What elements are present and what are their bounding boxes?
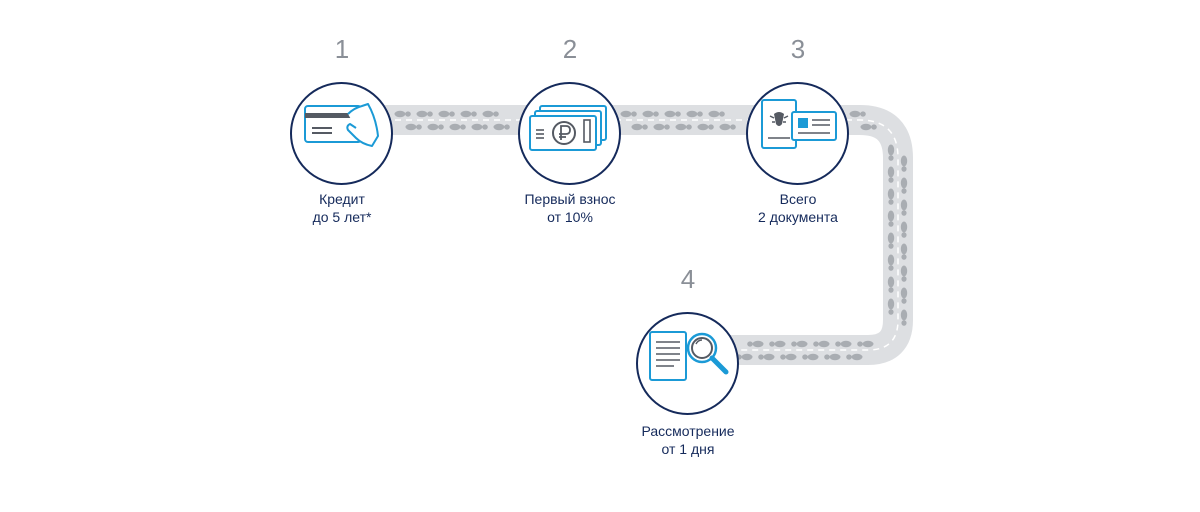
step-4-caption: Рассмотрение от 1 дня [598, 422, 778, 458]
step-4-circle [636, 312, 739, 415]
footprint [846, 353, 863, 361]
footprint [394, 110, 411, 118]
footprint [719, 123, 736, 131]
footprint [824, 353, 841, 361]
footprint [405, 123, 422, 131]
step-1-number: 1 [334, 34, 350, 64]
footprint [860, 123, 877, 131]
footprint [887, 276, 895, 293]
step-1-caption-line2: до 5 лет* [312, 209, 372, 225]
step-2-caption-line2: от 10% [547, 209, 593, 225]
footprint [708, 110, 725, 118]
step-1-circle [290, 82, 393, 185]
footprint [493, 123, 510, 131]
footprint [900, 309, 908, 326]
credit-card-hand-icon [304, 103, 379, 147]
footprint [849, 110, 866, 118]
step-4-caption-line2: от 1 дня [661, 441, 715, 457]
footprint [835, 340, 852, 348]
step-2-number: 2 [562, 34, 578, 64]
footprint [664, 110, 681, 118]
footprint [438, 110, 455, 118]
footprint [416, 110, 433, 118]
footprint [813, 340, 830, 348]
footprint [900, 287, 908, 304]
footprint [631, 123, 648, 131]
footprint [747, 340, 764, 348]
footprint [887, 232, 895, 249]
footprint [857, 340, 874, 348]
step-3-caption: Всего 2 документа [708, 190, 888, 226]
step-3-circle [746, 82, 849, 185]
step-4-number: 4 [680, 264, 696, 294]
step-3-number: 3 [790, 34, 806, 64]
footprint [427, 123, 444, 131]
footprint [887, 298, 895, 315]
footprint [900, 177, 908, 194]
footprint [697, 123, 714, 131]
step-1-caption: Кредит до 5 лет* [252, 190, 432, 226]
step-4-caption-line1: Рассмотрение [641, 423, 735, 439]
step-1-caption-line1: Кредит [319, 191, 365, 207]
footprint [887, 166, 895, 183]
footprint [900, 155, 908, 172]
footprint [887, 144, 895, 161]
footprint [887, 254, 895, 271]
footprint [642, 110, 659, 118]
step-3-caption-line2: 2 документа [758, 209, 838, 225]
footprint [460, 110, 477, 118]
ruble-banknote-icon [529, 105, 607, 151]
passport-id-card-icon [761, 99, 837, 149]
step-3-caption-line1: Всего [779, 191, 817, 207]
footprint [449, 123, 466, 131]
footprint [900, 265, 908, 282]
footprint [887, 188, 895, 205]
document-magnifier-icon [649, 331, 729, 381]
footprint [620, 110, 637, 118]
footprint [887, 210, 895, 227]
footprints [394, 110, 908, 361]
footprint [471, 123, 488, 131]
footprint [900, 243, 908, 260]
footprint [802, 353, 819, 361]
footprint [900, 199, 908, 216]
footprint [769, 340, 786, 348]
footprint [675, 123, 692, 131]
footprint [686, 110, 703, 118]
step-2-circle [518, 82, 621, 185]
step-2-caption: Первый взнос от 10% [480, 190, 660, 226]
step-2-caption-line1: Первый взнос [524, 191, 616, 207]
footprint [900, 221, 908, 238]
footprint [791, 340, 808, 348]
footprint [758, 353, 775, 361]
footprint [482, 110, 499, 118]
footprint [780, 353, 797, 361]
footprint [653, 123, 670, 131]
